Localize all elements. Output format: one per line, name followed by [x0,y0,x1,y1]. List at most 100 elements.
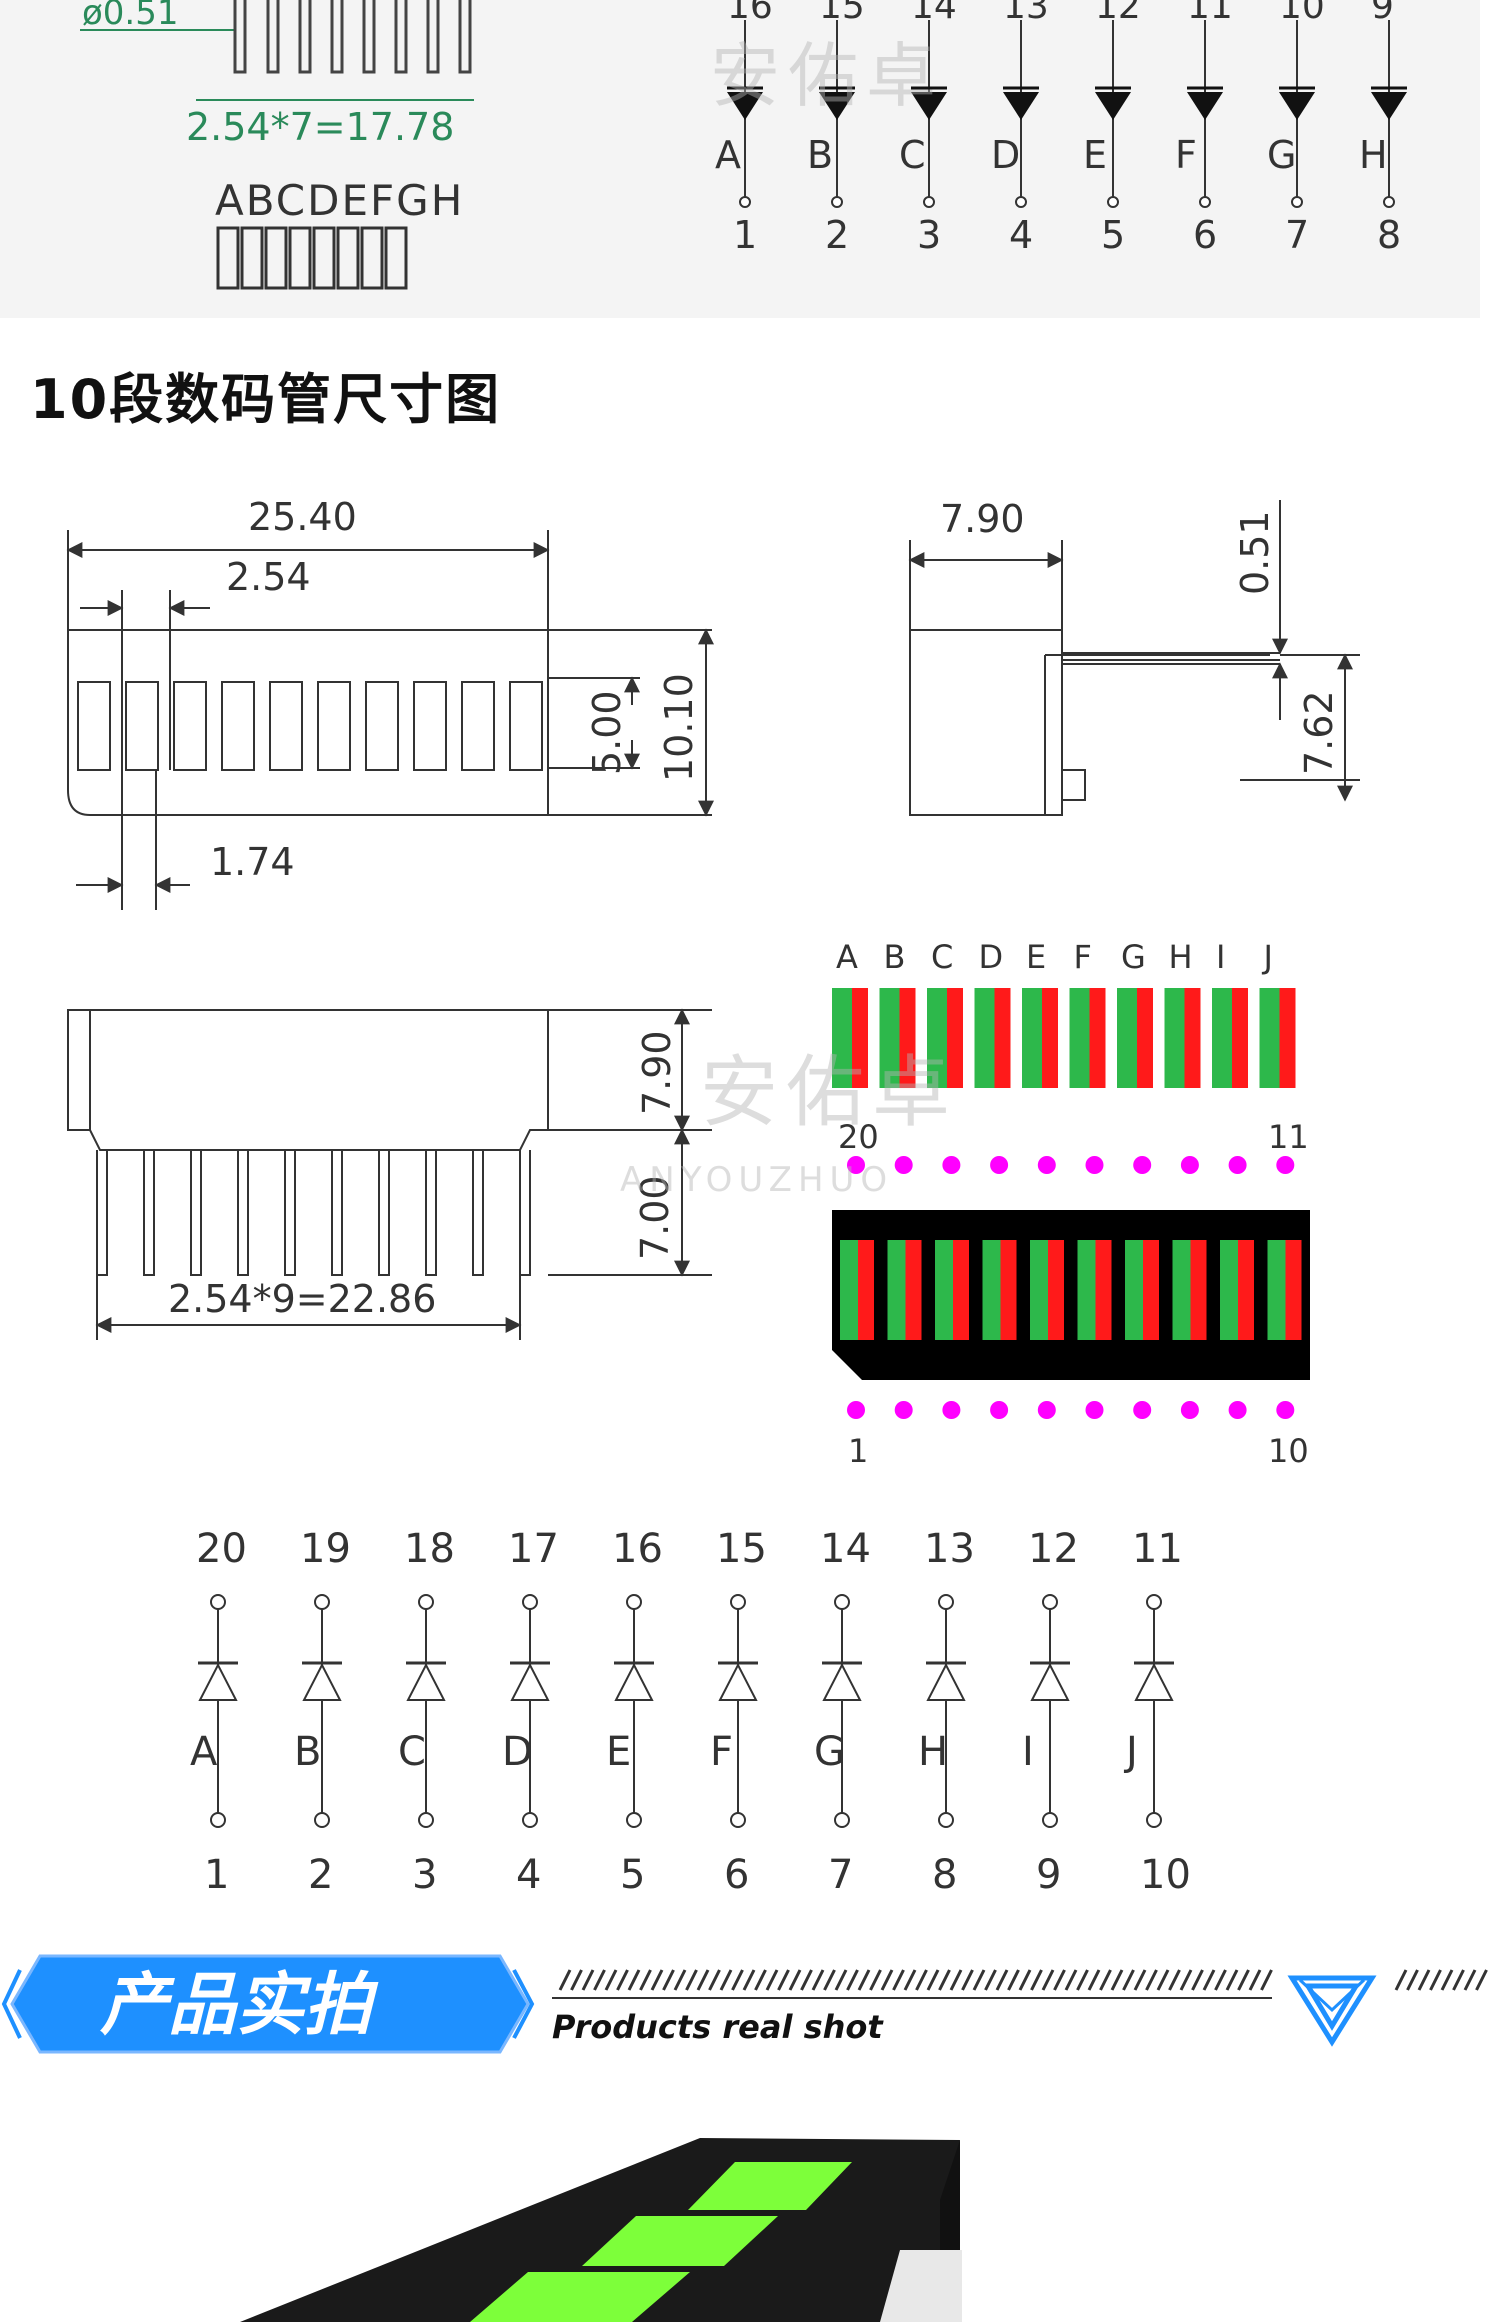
pin-dot [1015,196,1027,208]
pin-dot-bottom [1133,1401,1152,1419]
hatch-line [1168,1969,1181,1991]
green-bar-bottom [1172,1240,1191,1340]
schematic-segment-label: H [918,1729,948,1775]
hatch-line [892,1969,905,1991]
hatch-line [639,1969,652,1991]
hatch-line [581,1969,595,1991]
hatch-line [1394,1969,1408,1991]
top-anode-pin-label: 14 [911,0,957,27]
pin-dot-bottom [894,1401,913,1419]
diode-icon [911,92,947,120]
led-segment [582,2216,778,2266]
green-bar-bottom [1125,1240,1143,1340]
front-segment [317,681,351,771]
hatch-line [1429,1969,1442,1991]
hatch-line [719,1969,733,1991]
green-bar [1022,988,1042,1088]
red-bar [1089,988,1106,1088]
hatch-line [604,1969,618,1991]
front-segment [221,681,255,771]
green-bar-bottom [1030,1240,1048,1340]
diode-icon [1030,1662,1070,1701]
color-segment-letter: C [931,938,953,976]
red-bar [1184,988,1201,1088]
hatch-line [1087,1969,1101,1991]
red-bar-bottom [1143,1240,1159,1340]
color-segment-letter: I [1216,938,1225,976]
hatch-line [995,1969,1009,1991]
pin-dot [1146,1594,1162,1610]
pin-dot-bottom [990,1401,1009,1419]
red-bar-bottom [1285,1240,1302,1340]
red-bar [852,988,868,1088]
schematic-bottom-pin-label: 1 [204,1852,229,1898]
hatch-line [823,1969,836,1991]
pin-dot-bottom [1180,1401,1199,1419]
top-pins [233,0,472,74]
pin-dot-bottom [1037,1401,1056,1419]
pin-dot-bottom [1228,1401,1247,1419]
hatch-line [1053,1969,1066,1991]
hatch-line [1145,1969,1158,1991]
top-anode-pin-label: 11 [1187,0,1233,27]
green-bar-bottom [982,1240,1001,1340]
green-bar-bottom [840,1240,858,1340]
schematic-segment-label: E [606,1729,631,1775]
diode-icon [1134,1662,1174,1701]
top-anode-pin-label: 16 [727,0,773,27]
pin-dot-bottom [942,1401,961,1419]
pin-dot [1383,196,1395,208]
hatch-line [1041,1969,1055,1991]
pin-dot [418,1812,434,1828]
diode-icon [510,1662,550,1701]
hatch-line [1179,1969,1193,1991]
hatch-line [903,1969,917,1991]
top-anode-pin-label: 9 [1371,0,1394,27]
diode-icon [819,92,855,120]
color-segment-letter: A [836,938,858,976]
hatch-line [1076,1969,1089,1991]
dim-segment-width: 1.74 [210,840,295,884]
pin-dot [1291,196,1303,208]
triangle-logo-icon [1287,1975,1377,2047]
red-bar [899,988,916,1088]
segment-letters: ABCDEFGH [215,176,464,225]
schematic-segment-label: F [710,1729,733,1775]
red-bar [1232,988,1248,1088]
pin-dia-label: ø0.51 [82,0,179,33]
top-anode-pin-label: 15 [819,0,865,27]
hatch-line [593,1969,606,1991]
diode-icon [1371,92,1407,120]
pin-dot-top [1228,1156,1247,1174]
hatch-line [938,1969,951,1991]
hatch-line [788,1969,802,1991]
pin-dot [938,1594,954,1610]
hatch-line [627,1969,641,1991]
hatch-line [1030,1969,1043,1991]
hatch-line [1248,1969,1262,1991]
front-segment [269,681,303,771]
hatch-line [1463,1969,1477,1991]
hatch-line [1214,1969,1227,1991]
hatch-line [1237,1969,1250,1991]
pin-dot-top [1037,1156,1056,1174]
section-title: 10段数码管尺寸图 [30,368,502,431]
banner-title: 产品实拍 [100,1966,379,2045]
hatch-line [708,1969,721,1991]
hatch-line [972,1969,986,1991]
pin-dot-bottom [1085,1401,1104,1419]
schematic-top-pin-label: 20 [196,1526,247,1572]
pin-dot [522,1812,538,1828]
led-segment [470,2272,690,2322]
dimension-drawings: 25.40 2.54 1.74 5.00 10.10 7.90 0.51 7.6… [66,495,1360,1470]
red-bar [1279,988,1296,1088]
top-segment-boxes [216,226,408,290]
pin-dot-top [942,1156,961,1174]
schematic-top-pin-label: 12 [1028,1526,1079,1572]
hatch-line [1440,1969,1454,1991]
schematic-top-pin-label: 18 [404,1526,455,1572]
hatch-line [1133,1969,1147,1991]
hatch-line [1018,1969,1032,1991]
hatch-line [1191,1969,1204,1991]
